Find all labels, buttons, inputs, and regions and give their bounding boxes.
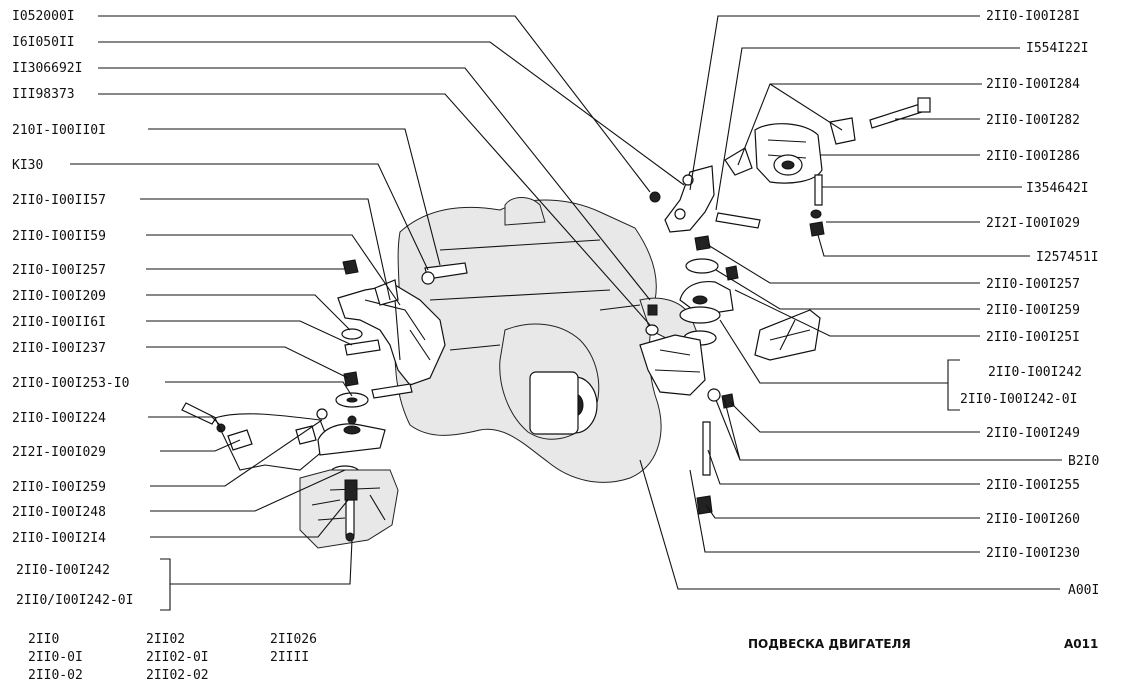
left-part-label-17: 2II0-I00I248 [12, 505, 106, 520]
left-part-label-2: I6I050II [12, 35, 75, 50]
right-lower-part-label-6: A00I [1068, 583, 1099, 598]
right-leader-lines [639, 15, 1062, 590]
left-part-label-3: II306692I [12, 61, 82, 76]
left-part-label-6: KI30 [12, 158, 43, 173]
left-group-labels: 2II0-I00I242 2II0/I00I242-0I [16, 563, 133, 608]
model-2-3: 2II02-02 [146, 668, 209, 683]
right-part-label-10: 2II0-I00I259 [986, 303, 1080, 318]
left-mount-assembly [181, 259, 468, 549]
right-lower-part-label-4: 2II0-I00I260 [986, 512, 1080, 527]
left-part-label-14: 2II0-I00I224 [12, 411, 106, 426]
left-part-label-12: 2II0-I00I237 [12, 341, 106, 356]
right-labels: 2II0-I00I28I I554I22I 2II0-I00I284 2II0-I00… [986, 9, 1099, 598]
left-part-label-8: 2II0-I00II59 [12, 229, 106, 244]
left-part-label-15: 2I2I-I00I029 [12, 445, 106, 460]
right-lower-part-label-3: 2II0-I00I255 [986, 478, 1080, 493]
left-part-label-1: I052000I [12, 9, 75, 24]
right-group-labels: 2II0-I00I242 2II0-I00I242-0I [960, 365, 1082, 407]
left-part-label-13: 2II0-I00I253-I0 [12, 376, 129, 391]
diagram-caption: ПОДВЕСКА ДВИГАТЕЛЯ [748, 637, 911, 651]
right-part-label-2: I554I22I [1026, 41, 1089, 56]
left-labels: I052000I I6I050II II306692I III98373 210I-I0… [12, 9, 129, 546]
right-part-label-3: 2II0-I00I284 [986, 77, 1080, 92]
model-list: 2II0 2II0-0I 2II0-02 2II02 2II02-0I 2II0… [28, 632, 317, 683]
right-lower-part-label-1: 2II0-I00I249 [986, 426, 1080, 441]
left-leader-lines [70, 15, 685, 611]
model-1-2: 2II0-0I [28, 650, 83, 665]
model-1-1: 2II0 [28, 632, 59, 647]
model-3-1: 2II026 [270, 632, 317, 647]
right-part-label-1: 2II0-I00I28I [986, 9, 1080, 24]
model-1-3: 2II0-02 [28, 668, 83, 683]
right-part-label-11: 2II0-I00I25I [986, 330, 1080, 345]
right-part-label-7: 2I2I-I00I029 [986, 216, 1080, 231]
left-group-label-2: 2II0/I00I242-0I [16, 593, 133, 608]
right-lower-part-label-5: 2II0-I00I230 [986, 546, 1080, 561]
right-mount-assembly [639, 97, 931, 515]
left-part-label-11: 2II0-I00II6I [12, 315, 106, 330]
left-part-label-7: 2II0-I00II57 [12, 193, 106, 208]
left-part-label-18: 2II0-I00I2I4 [12, 531, 106, 546]
right-group-label-2: 2II0-I00I242-0I [960, 392, 1077, 407]
right-part-label-8: I257451I [1036, 250, 1099, 265]
left-group-label-1: 2II0-I00I242 [16, 563, 110, 578]
right-part-label-5: 2II0-I00I286 [986, 149, 1080, 164]
left-part-label-5: 210I-I00II0I [12, 123, 106, 138]
model-2-1: 2II02 [146, 632, 185, 647]
right-group-label-1: 2II0-I00I242 [988, 365, 1082, 380]
right-part-label-4: 2II0-I00I282 [986, 113, 1080, 128]
right-lower-part-label-2: B2I0 [1068, 454, 1099, 469]
model-2-2: 2II02-0I [146, 650, 209, 665]
left-part-label-4: III98373 [12, 87, 75, 102]
page-code: A011 [1064, 637, 1098, 651]
right-part-label-6: I354642I [1026, 181, 1089, 196]
left-part-label-9: 2II0-I00I257 [12, 263, 106, 278]
left-part-label-16: 2II0-I00I259 [12, 480, 106, 495]
left-part-label-10: 2II0-I00I209 [12, 289, 106, 304]
right-part-label-9: 2II0-I00I257 [986, 277, 1080, 292]
model-3-2: 2IIII [270, 650, 309, 665]
